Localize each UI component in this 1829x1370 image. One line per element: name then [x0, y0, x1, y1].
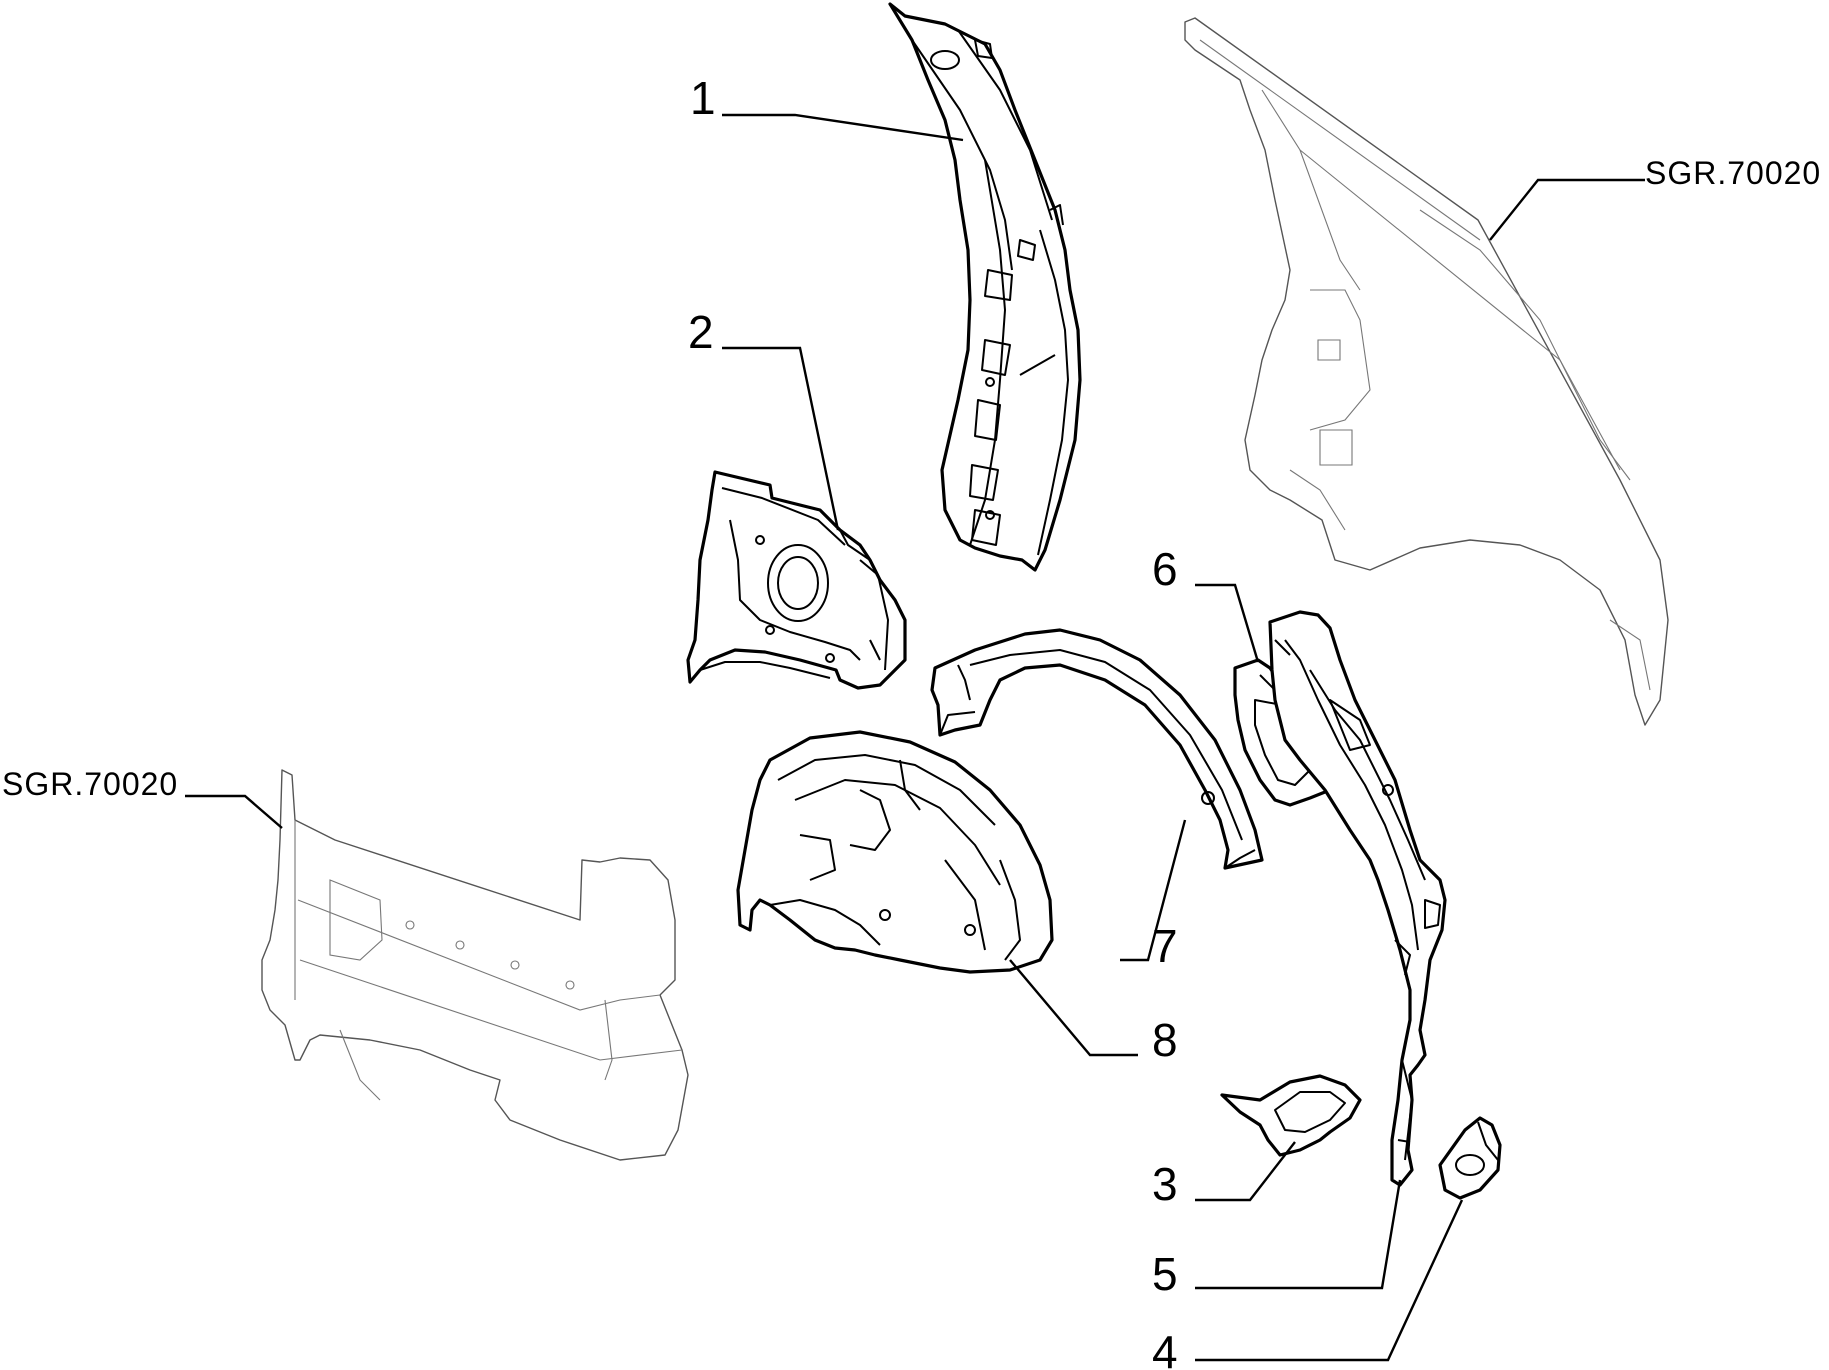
part-7-wheel-arch-strip [930, 628, 1264, 870]
leader-ref-left [185, 794, 283, 829]
callout-7: 7 [1152, 920, 1178, 972]
callout-5: 5 [1152, 1248, 1178, 1300]
leader-8 [1009, 959, 1138, 1057]
part-2-inner-panel [686, 470, 907, 690]
leader-ref-right [1489, 178, 1645, 241]
leader-4 [1195, 1199, 1464, 1362]
reference-body-side-panel-right [1184, 17, 1669, 726]
reference-body-floor-panel-left [261, 769, 689, 1161]
reference-label-right: SGR.70020 [1645, 155, 1821, 191]
leader-6 [1195, 583, 1260, 663]
leader-2 [722, 346, 840, 531]
callout-labels: 1 2 3 4 5 6 7 8 [688, 72, 1178, 1370]
reference-label-left: SGR.70020 [2, 766, 178, 802]
leader-7 [1120, 819, 1187, 962]
callout-3: 3 [1152, 1158, 1178, 1210]
callout-6: 6 [1152, 543, 1178, 595]
reference-labels: SGR.70020 SGR.70020 [2, 155, 1821, 802]
part-1-rear-pillar [888, 2, 1082, 572]
leader-lines [185, 113, 1645, 1362]
leader-5 [1195, 1179, 1402, 1290]
callout-4: 4 [1152, 1326, 1178, 1370]
part-5-wheel-arch-rail [1268, 610, 1447, 1187]
leader-1 [722, 113, 964, 142]
callout-1: 1 [690, 72, 716, 124]
part-3-gusset [1220, 1074, 1362, 1157]
leader-3 [1195, 1141, 1296, 1202]
callout-8: 8 [1152, 1014, 1178, 1066]
callout-2: 2 [688, 306, 714, 358]
part-8-wheelhouse-cover [736, 730, 1054, 974]
part-4-cup-bracket [1438, 1116, 1502, 1200]
